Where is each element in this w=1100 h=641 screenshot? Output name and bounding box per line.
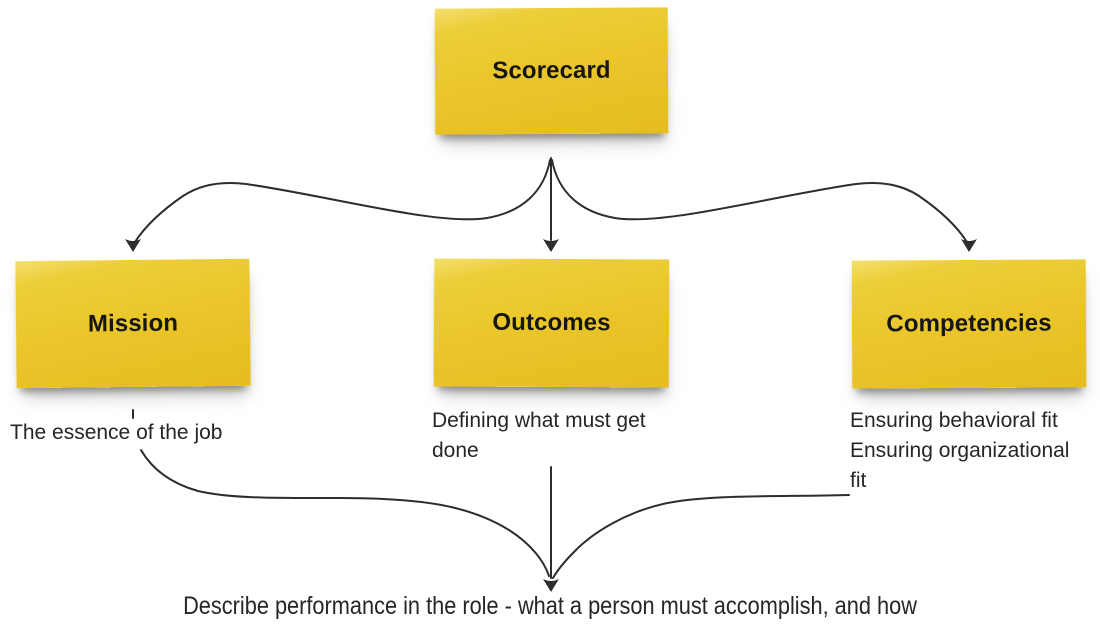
note-label-competencies: Competencies [886,309,1052,338]
arrowhead-mission [125,239,141,252]
note-label-mission: Mission [87,309,179,337]
mission-description: The essence of the job [10,421,223,444]
note-label-scorecard: Scorecard [492,56,611,85]
diagram-caption: Describe performance in the role - what … [183,592,917,620]
edge-scorecard-mission [134,159,551,243]
edge-mission-caption [140,449,550,577]
arrowhead-outcomes [543,239,559,252]
arrowhead-competencies [961,239,977,252]
edge-scorecard-competencies [551,159,968,243]
note-label-outcomes: Outcomes [492,308,611,337]
sticky-note-scorecard: Scorecard [434,7,669,135]
sticky-note-mission: Mission [15,258,251,389]
sticky-note-outcomes: Outcomes [433,258,670,388]
sticky-note-competencies: Competencies [851,259,1087,389]
edge-competencies-caption [552,494,850,579]
